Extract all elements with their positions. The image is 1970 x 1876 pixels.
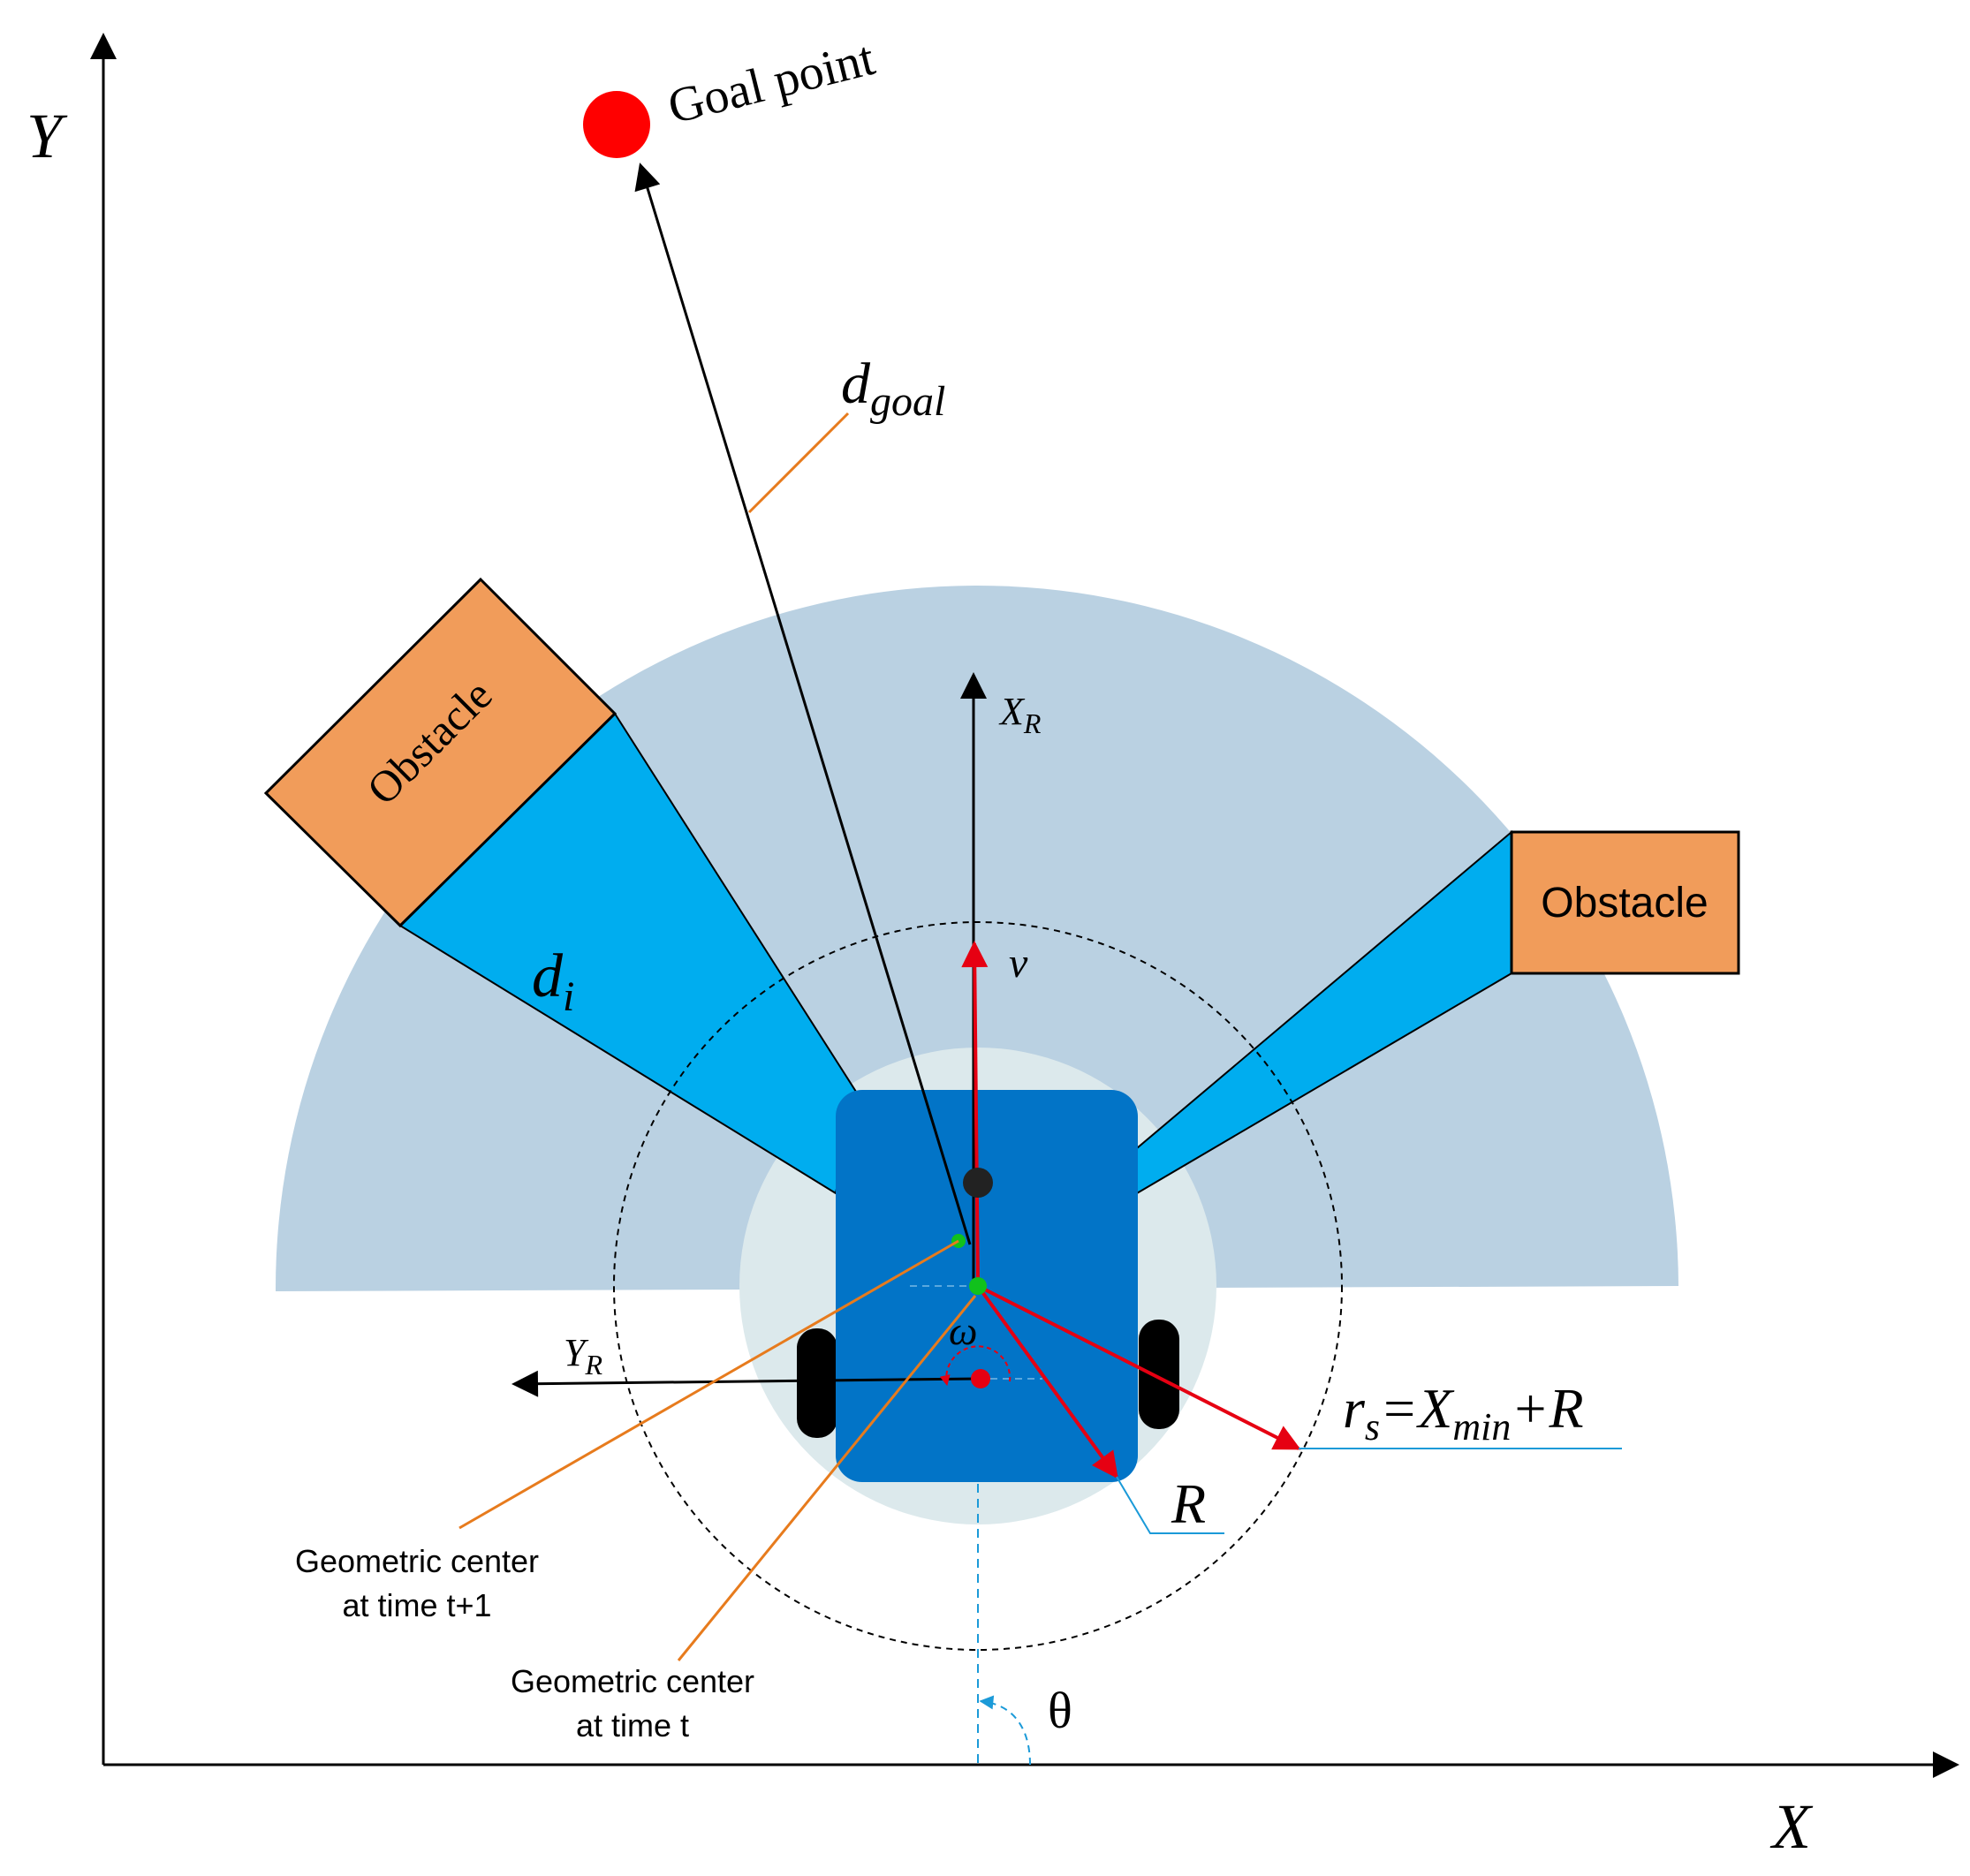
- radius-label: R: [1171, 1472, 1206, 1535]
- safety-radius-formula: rs=Xmin+R: [1343, 1377, 1584, 1449]
- center-t-caption-line2: at time t: [576, 1707, 689, 1744]
- robot-y-axis-label: YR: [564, 1331, 602, 1381]
- d-i-label: di: [532, 942, 574, 1020]
- obstacle-right: Obstacle: [1510, 830, 1740, 975]
- center-t1-caption-line1: Geometric center: [295, 1543, 539, 1579]
- y-axis-label: Y: [27, 101, 68, 171]
- radius-vector: [976, 1284, 1118, 1479]
- obstacle-right-label: Obstacle: [1541, 880, 1708, 927]
- heading-angle-arc: [979, 1695, 1031, 1766]
- center-t-caption-line1: Geometric center: [511, 1663, 754, 1699]
- robot-front-point: [963, 1168, 993, 1198]
- center-t1-leader: [458, 1239, 959, 1530]
- x-axis-label: X: [1769, 1791, 1814, 1862]
- velocity-vector: [961, 941, 989, 1287]
- robot-x-axis-label: XR: [998, 690, 1042, 739]
- wheel-right: [1139, 1320, 1179, 1429]
- wheel-left: [797, 1328, 837, 1438]
- radius-leader: [1116, 1476, 1224, 1534]
- velocity-label: ν: [1009, 940, 1028, 987]
- center-t1-caption-line2: at time t+1: [342, 1587, 491, 1623]
- angular-velocity-label: ω: [949, 1308, 977, 1353]
- center-marker: [969, 1277, 987, 1295]
- safety-circle: [613, 921, 1343, 1651]
- d-goal-label: dgoal: [841, 352, 945, 425]
- goal-vector: [634, 163, 972, 1245]
- center-t-leader: [677, 1295, 977, 1661]
- goal-point-marker: [583, 91, 650, 158]
- heading-angle-label: θ: [1048, 1682, 1072, 1739]
- center-t-marker: [971, 1369, 990, 1388]
- safety-radius-vector: [977, 1284, 1301, 1450]
- obstacle-left: Obstacle: [263, 577, 618, 928]
- d-goal-leader: [747, 412, 850, 514]
- goal-point-label: Goal point: [663, 31, 880, 135]
- robot-y-axis: [511, 1370, 979, 1397]
